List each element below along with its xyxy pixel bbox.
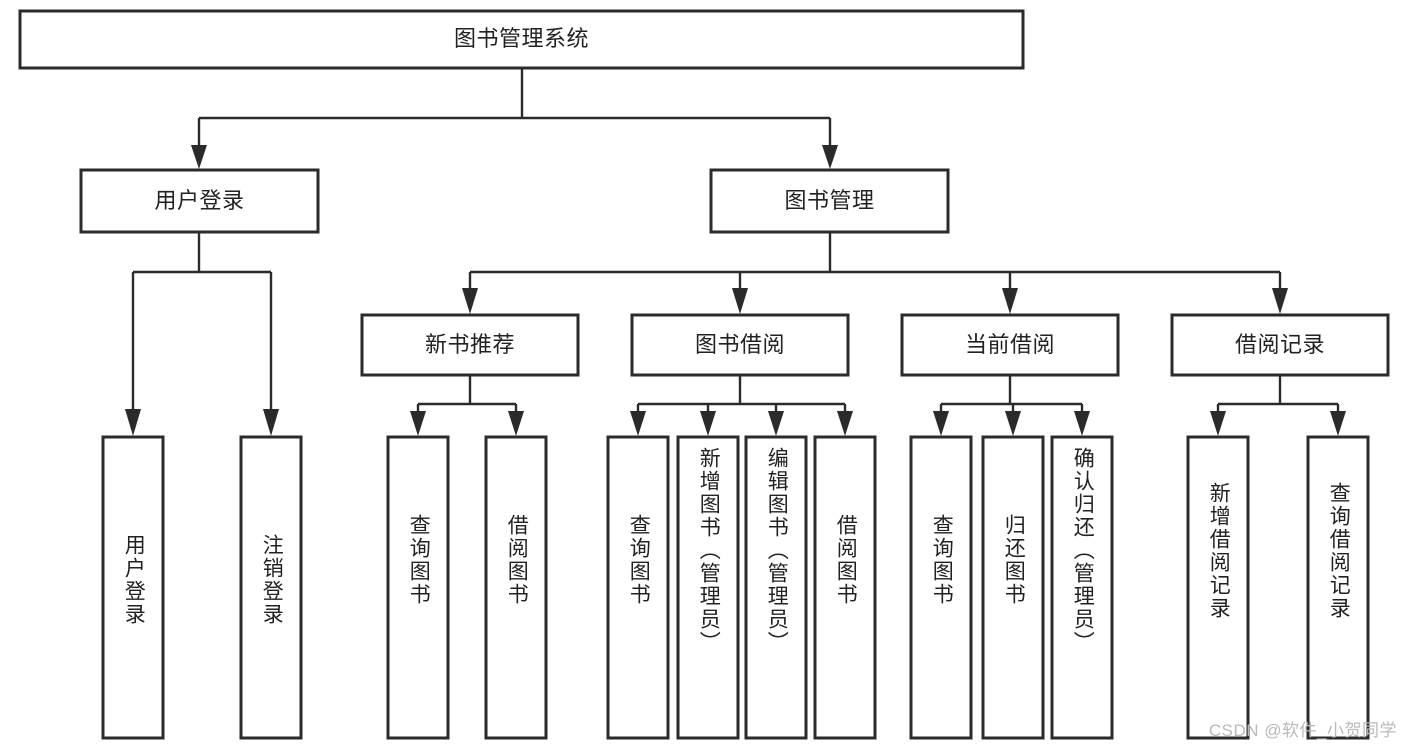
arrow-head-leaf-borrow-book-2 [837,411,853,436]
node-box-new-book-rec[interactable] [360,313,580,377]
node-box-user-login[interactable] [79,168,320,234]
node-label-leaf-add-book: 新增图书（管理员） [697,447,721,654]
node-label-leaf-return-book: 归还图书 [1002,514,1026,606]
node-box-leaf-logout[interactable] [239,435,303,740]
node-box-leaf-edit-book[interactable] [744,435,808,740]
arrow-head-book-borrow [732,288,748,314]
arrow-head-leaf-add-book [700,411,716,436]
node-label-leaf-borrow-book-2: 借阅图书 [834,514,858,606]
node-box-leaf-add-record[interactable] [1186,435,1250,740]
arrow-head-leaf-query-book-3 [933,411,949,436]
arrow-head-new-book-rec [462,288,478,314]
arrow-head-book-manage [822,145,838,169]
node-box-current-borrow[interactable] [900,313,1120,377]
arrow-head-leaf-confirm-return [1074,411,1090,436]
node-label-book-manage: 图书管理 [784,187,875,213]
arrow-head-leaf-return-book [1005,411,1021,436]
node-box-leaf-borrow-book-1[interactable] [484,435,548,740]
node-label-leaf-edit-book: 编辑图书（管理员） [765,447,789,654]
arrow-head-user-login [191,145,207,169]
node-label-leaf-query-record: 查询借阅记录 [1327,482,1351,620]
node-box-leaf-query-record[interactable] [1306,435,1370,740]
arrow-head-leaf-add-record [1210,411,1226,436]
arrow-head-leaf-edit-book [768,411,784,436]
node-label-book-borrow: 图书借阅 [694,331,785,357]
node-box-book-manage[interactable] [709,168,950,234]
node-label-leaf-user-login: 用户登录 [122,534,146,626]
watermark-text: CSDN @软件_小贺同学 [1208,721,1397,740]
arrow-head-leaf-borrow-book-1 [508,411,524,436]
node-label-leaf-query-book-3: 查询图书 [930,514,954,606]
node-box-leaf-user-login[interactable] [101,435,165,740]
arrow-head-current-borrow [1002,288,1018,314]
arrow-head-leaf-query-book-2 [630,411,646,436]
node-label-leaf-confirm-return: 确认归还（管理员） [1071,447,1095,654]
node-label-borrow-record: 借阅记录 [1234,331,1325,357]
arrow-head-leaf-query-book-1 [410,411,426,436]
arrow-head-borrow-record [1272,288,1288,314]
arrow-head-leaf-logout [263,409,279,436]
node-label-leaf-query-book-2: 查询图书 [627,514,651,606]
node-label-leaf-add-record: 新增借阅记录 [1207,482,1231,620]
node-box-leaf-return-book[interactable] [981,435,1045,740]
arrow-head-leaf-user-login [125,409,141,436]
node-label-leaf-query-book-1: 查询图书 [407,514,431,606]
node-label-root: 图书管理系统 [453,26,589,52]
node-box-root[interactable] [18,9,1025,70]
node-box-leaf-query-book-2[interactable] [606,435,670,740]
node-box-book-borrow[interactable] [630,313,850,377]
node-label-current-borrow: 当前借阅 [964,331,1055,357]
node-box-leaf-query-book-1[interactable] [386,435,450,740]
node-label-user-login: 用户登录 [154,187,245,213]
node-box-leaf-confirm-return[interactable] [1050,435,1114,740]
node-box-leaf-borrow-book-2[interactable] [813,435,877,740]
node-box-leaf-add-book[interactable] [676,435,740,740]
node-box-leaf-query-book-3[interactable] [909,435,973,740]
node-label-new-book-rec: 新书推荐 [424,331,515,357]
arrow-head-leaf-query-record [1330,411,1346,436]
node-label-leaf-logout: 注销登录 [260,534,284,626]
node-label-leaf-borrow-book-1: 借阅图书 [505,514,529,606]
